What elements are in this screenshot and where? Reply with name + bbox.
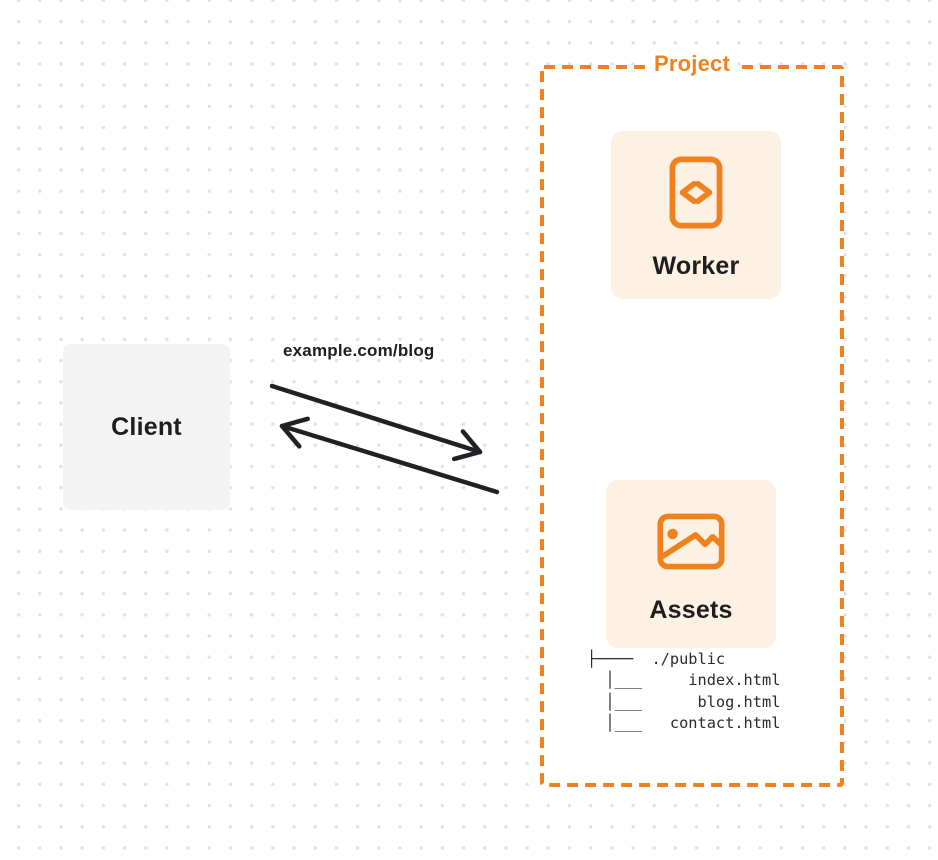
worker-node: Worker bbox=[611, 131, 781, 299]
response-arrow bbox=[279, 416, 500, 495]
request-url-label: example.com/blog bbox=[283, 341, 435, 360]
project-container: Project Worker Assets ├──── ./public │__… bbox=[540, 51, 844, 787]
assets-label: Assets bbox=[649, 596, 733, 624]
assets-node: Assets bbox=[606, 480, 776, 648]
client-node: Client bbox=[63, 344, 230, 510]
image-icon bbox=[657, 513, 725, 570]
assets-file-tree: ├──── ./public │___ index.html │___ blog… bbox=[587, 650, 781, 732]
client-label: Client bbox=[111, 412, 182, 441]
code-file-icon bbox=[669, 156, 723, 229]
request-arrow bbox=[269, 383, 483, 462]
project-label: Project bbox=[647, 51, 737, 77]
worker-label: Worker bbox=[652, 252, 740, 280]
